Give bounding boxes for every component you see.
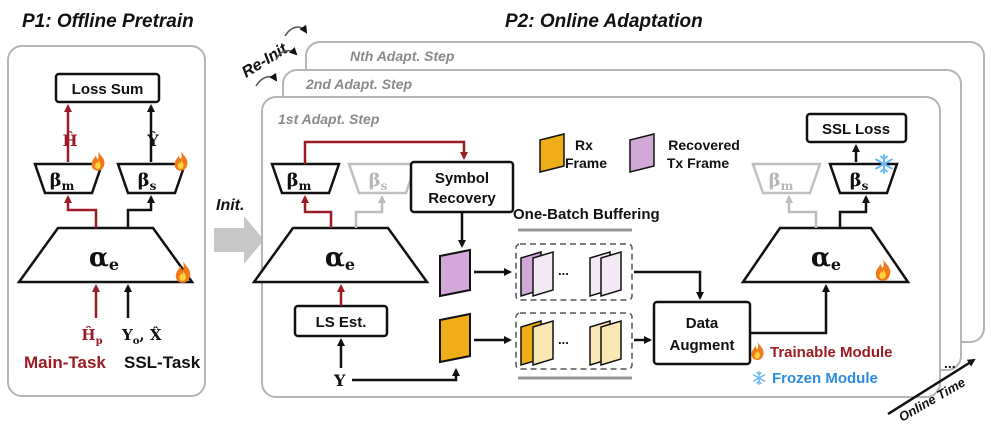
recovered-buffer bbox=[515, 243, 633, 301]
ssl-task-label: SSL-Task bbox=[124, 353, 201, 372]
p1-h-hat: Ĥ bbox=[62, 130, 77, 150]
p2-arrow-beta-m-to-recovery bbox=[303, 140, 468, 164]
rx-buffer-frame-2 bbox=[532, 319, 554, 367]
p1-arrow-enc-to-beta-m bbox=[64, 195, 98, 228]
legend-trainable-label: Trainable Module bbox=[770, 344, 893, 361]
p2-y-input: Y bbox=[333, 371, 346, 390]
data-augment-label-2: Augment bbox=[670, 337, 735, 354]
legend-frozen-label: Frozen Module bbox=[772, 370, 878, 387]
p1-alpha-encoder bbox=[16, 226, 195, 284]
p1-arrow-enc-to-beta-s bbox=[126, 195, 155, 228]
p1-alpha-label: αe bbox=[89, 243, 119, 274]
recovered-buffer-frame-4 bbox=[600, 250, 622, 298]
loss-sum-box bbox=[54, 72, 161, 104]
legend-rx-label-2: Frame bbox=[565, 155, 607, 171]
p2-arrow-enc-to-beta-s-inactive bbox=[354, 195, 386, 228]
legend-recovered-label-1: Recovered bbox=[668, 137, 740, 153]
p1-y-hat: Ŷ bbox=[146, 130, 159, 150]
rx-buffer-ellipsis: ... bbox=[558, 332, 569, 347]
symbol-recovery-label-1: Symbol bbox=[435, 170, 489, 187]
init-arrow bbox=[214, 216, 264, 264]
p2-left-beta-m-decoder bbox=[270, 162, 341, 195]
p2-title: P2: Online Adaptation bbox=[505, 11, 703, 32]
main-task-label: Main-Task bbox=[24, 353, 106, 372]
p2-right-beta-s-label: βs bbox=[850, 170, 869, 193]
loss-sum-label: Loss Sum bbox=[72, 81, 144, 98]
one-batch-label: One-Batch Buffering bbox=[513, 206, 660, 223]
recovered-buffer-frame-2 bbox=[532, 250, 554, 298]
data-augment-box bbox=[652, 300, 752, 366]
ssl-loss-box bbox=[805, 112, 908, 144]
p2-left-beta-m-label: βm bbox=[287, 170, 312, 193]
p2-arrow-buffer-to-augment-top bbox=[634, 270, 704, 300]
p2-right-beta-m-label: βm bbox=[769, 170, 794, 193]
legend-recovered-frame-icon bbox=[629, 133, 655, 173]
p1-title: P1: Offline Pretrain bbox=[22, 11, 194, 32]
ls-est-label: LS Est. bbox=[316, 314, 367, 331]
rx-frame-shape bbox=[439, 312, 471, 364]
online-time-dots: ... bbox=[944, 355, 956, 371]
legend-recovered-label-2: Tx Frame bbox=[667, 155, 729, 171]
p1-input-main: Ĥp bbox=[81, 326, 102, 347]
p1-beta-m-decoder bbox=[33, 162, 104, 195]
recovered-buffer-ellipsis: ... bbox=[558, 263, 569, 278]
p2-arrow-enc-to-right-beta-m-inactive bbox=[785, 195, 818, 228]
symbol-recovery-label-2: Recovery bbox=[428, 190, 496, 207]
reinit-arrow-nth bbox=[284, 24, 308, 37]
nth-step-label: Nth Adapt. Step bbox=[350, 48, 455, 64]
p1-panel bbox=[7, 45, 206, 397]
reinit-label: Re-Init bbox=[239, 40, 291, 81]
p2-arrow-enc-to-right-beta-s bbox=[838, 195, 870, 228]
legend-rx-frame-icon bbox=[539, 133, 565, 173]
p1-beta-s-decoder bbox=[116, 162, 187, 195]
data-augment-label-1: Data bbox=[686, 315, 719, 332]
p2-right-beta-m-decoder-inactive bbox=[751, 162, 822, 195]
p2-arrow-y-to-rx bbox=[352, 368, 460, 382]
legend-rx-label-1: Rx bbox=[575, 137, 593, 153]
second-step-label: 2nd Adapt. Step bbox=[305, 76, 412, 92]
p1-beta-s-label: βs bbox=[138, 170, 157, 193]
p2-right-alpha-label: αe bbox=[811, 243, 841, 274]
p2-left-beta-s-decoder-inactive bbox=[347, 162, 418, 195]
online-time-arrow bbox=[887, 358, 976, 416]
first-step-label: 1st Adapt. Step bbox=[278, 111, 380, 127]
p1-input-ssl: Yo, X̂ bbox=[121, 326, 162, 347]
p2-left-beta-s-label: βs bbox=[369, 170, 388, 193]
recovered-frame-shape bbox=[439, 248, 471, 298]
reinit-arrow-2nd bbox=[275, 46, 298, 61]
p2-arrow-enc-to-beta-m bbox=[301, 195, 333, 228]
p2-left-alpha-label: αe bbox=[325, 243, 355, 274]
p2-arrow-augment-to-enc bbox=[750, 284, 830, 335]
reinit-arrow-1st bbox=[255, 72, 278, 87]
rx-buffer-frame-4 bbox=[600, 319, 622, 367]
p1-beta-m-label: βm bbox=[50, 170, 75, 193]
init-label: Init. bbox=[216, 197, 244, 214]
ssl-loss-label: SSL Loss bbox=[822, 121, 890, 138]
rx-buffer bbox=[515, 312, 633, 370]
